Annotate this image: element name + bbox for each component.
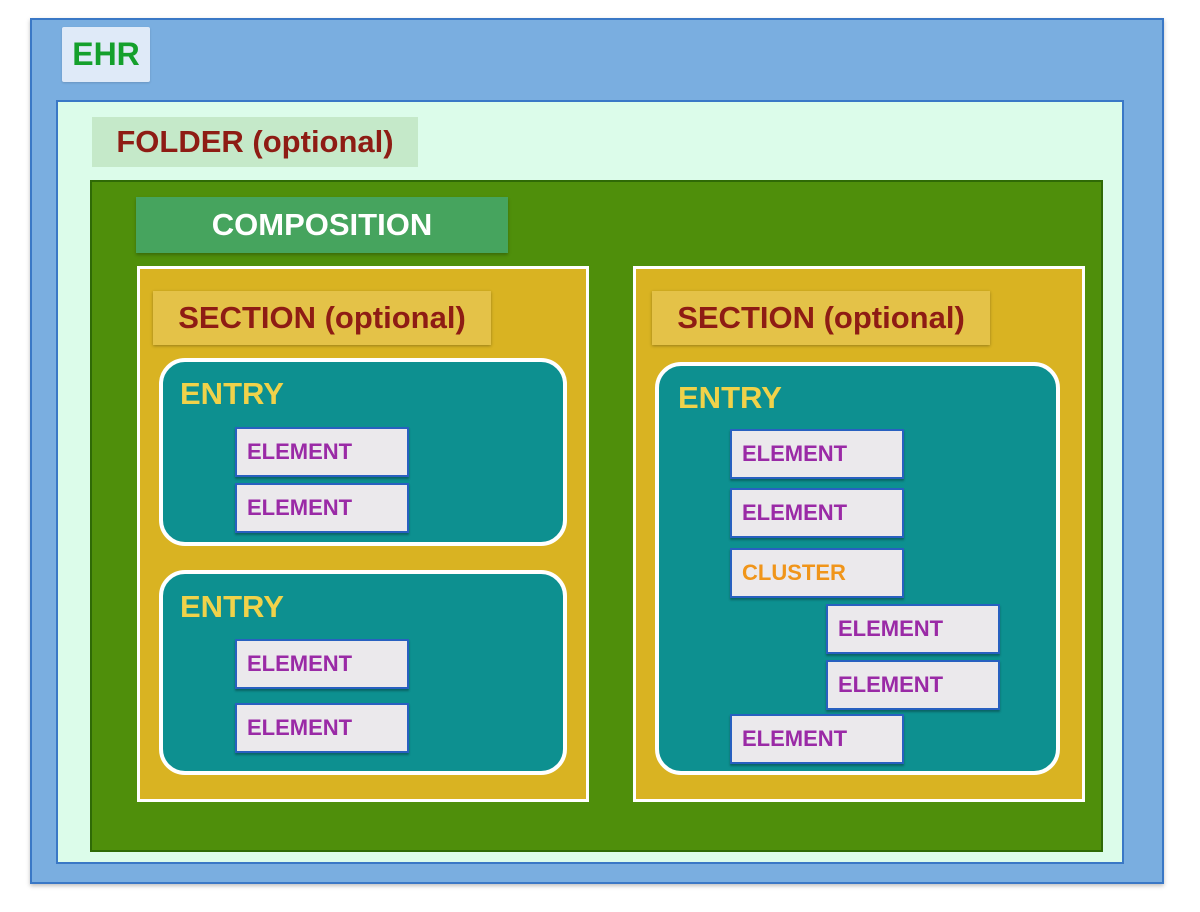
section-2-entry-1-element-1: ELEMENT [730,429,904,479]
section-1-entry-1-label: ENTRY [180,376,284,411]
section-2-entry-1-label: ENTRY [678,380,782,415]
section-2-entry-1-cluster-element-1: ELEMENT [826,604,1000,654]
section-2-entry-1-cluster: CLUSTER [730,548,904,598]
ehr-label: EHR [62,27,150,82]
section-1-entry-1-element-2: ELEMENT [235,483,409,533]
section-1-label: SECTION (optional) [153,291,491,345]
section-1-entry-1-element-1: ELEMENT [235,427,409,477]
section-1-entry-2-label: ENTRY [180,589,284,624]
section-2-entry-1-element-3: ELEMENT [730,714,904,764]
folder-label: FOLDER (optional) [92,117,418,167]
section-2-entry-1-element-2: ELEMENT [730,488,904,538]
section-2-entry-1-cluster-element-2: ELEMENT [826,660,1000,710]
section-2-label: SECTION (optional) [652,291,990,345]
section-1-entry-2-element-1: ELEMENT [235,639,409,689]
section-1-entry-2-element-2: ELEMENT [235,703,409,753]
composition-label: COMPOSITION [136,197,508,253]
